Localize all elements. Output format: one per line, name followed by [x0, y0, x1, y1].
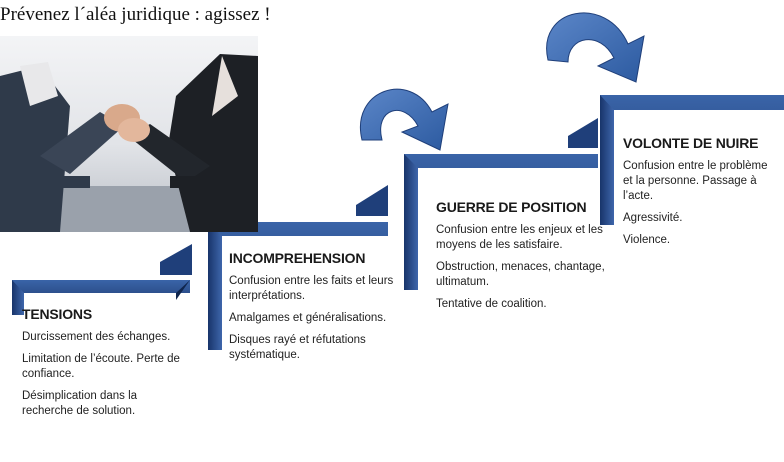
step-line: Obstruction, menaces, chantage, ultimatu… [436, 261, 605, 288]
step-line: Confusion entre les enjeux et les moyens… [436, 224, 603, 251]
diagram-title: Prévenez l´aléa juridique : agissez ! [0, 4, 271, 25]
arm-wrestling-icon [0, 54, 258, 232]
step-incomprehension: INCOMPREHENSION Confusion entre les fait… [229, 250, 399, 370]
stair-step-1 [12, 244, 192, 315]
step-line: Amalgames et généralisations. [229, 312, 387, 324]
step-line: Disques rayé et réfutations systématique… [229, 334, 366, 361]
step-guerre-de-position: GUERRE DE POSITION Confusion entre les e… [436, 199, 614, 319]
step-heading: VOLONTE DE NUIRE [623, 135, 759, 151]
step-line: Désimplication dans la recherche de solu… [22, 390, 138, 417]
step-line: Limitation de l’écoute. Perte de confian… [22, 353, 180, 380]
step-heading: INCOMPREHENSION [229, 250, 366, 266]
step-heading: TENSIONS [22, 306, 92, 322]
step-line: Confusion entre le problème et la person… [623, 160, 768, 202]
step-line: Durcissement des échanges. [22, 331, 171, 343]
step-heading: GUERRE DE POSITION [436, 199, 587, 215]
step-line: Confusion entre les faits et leurs inter… [229, 275, 394, 302]
step-volonte-de-nuire: VOLONTE DE NUIRE Confusion entre le prob… [623, 135, 773, 255]
step-line: Agressivité. [623, 212, 683, 224]
curved-arrow-2 [546, 12, 645, 83]
step-line: Violence. [623, 234, 671, 246]
step-tensions: TENSIONS Durcissement des échanges. Limi… [22, 306, 187, 426]
curved-arrow-1 [359, 88, 449, 151]
arm-wrestling-photo [0, 36, 258, 232]
step-line: Tentative de coalition. [436, 298, 547, 310]
